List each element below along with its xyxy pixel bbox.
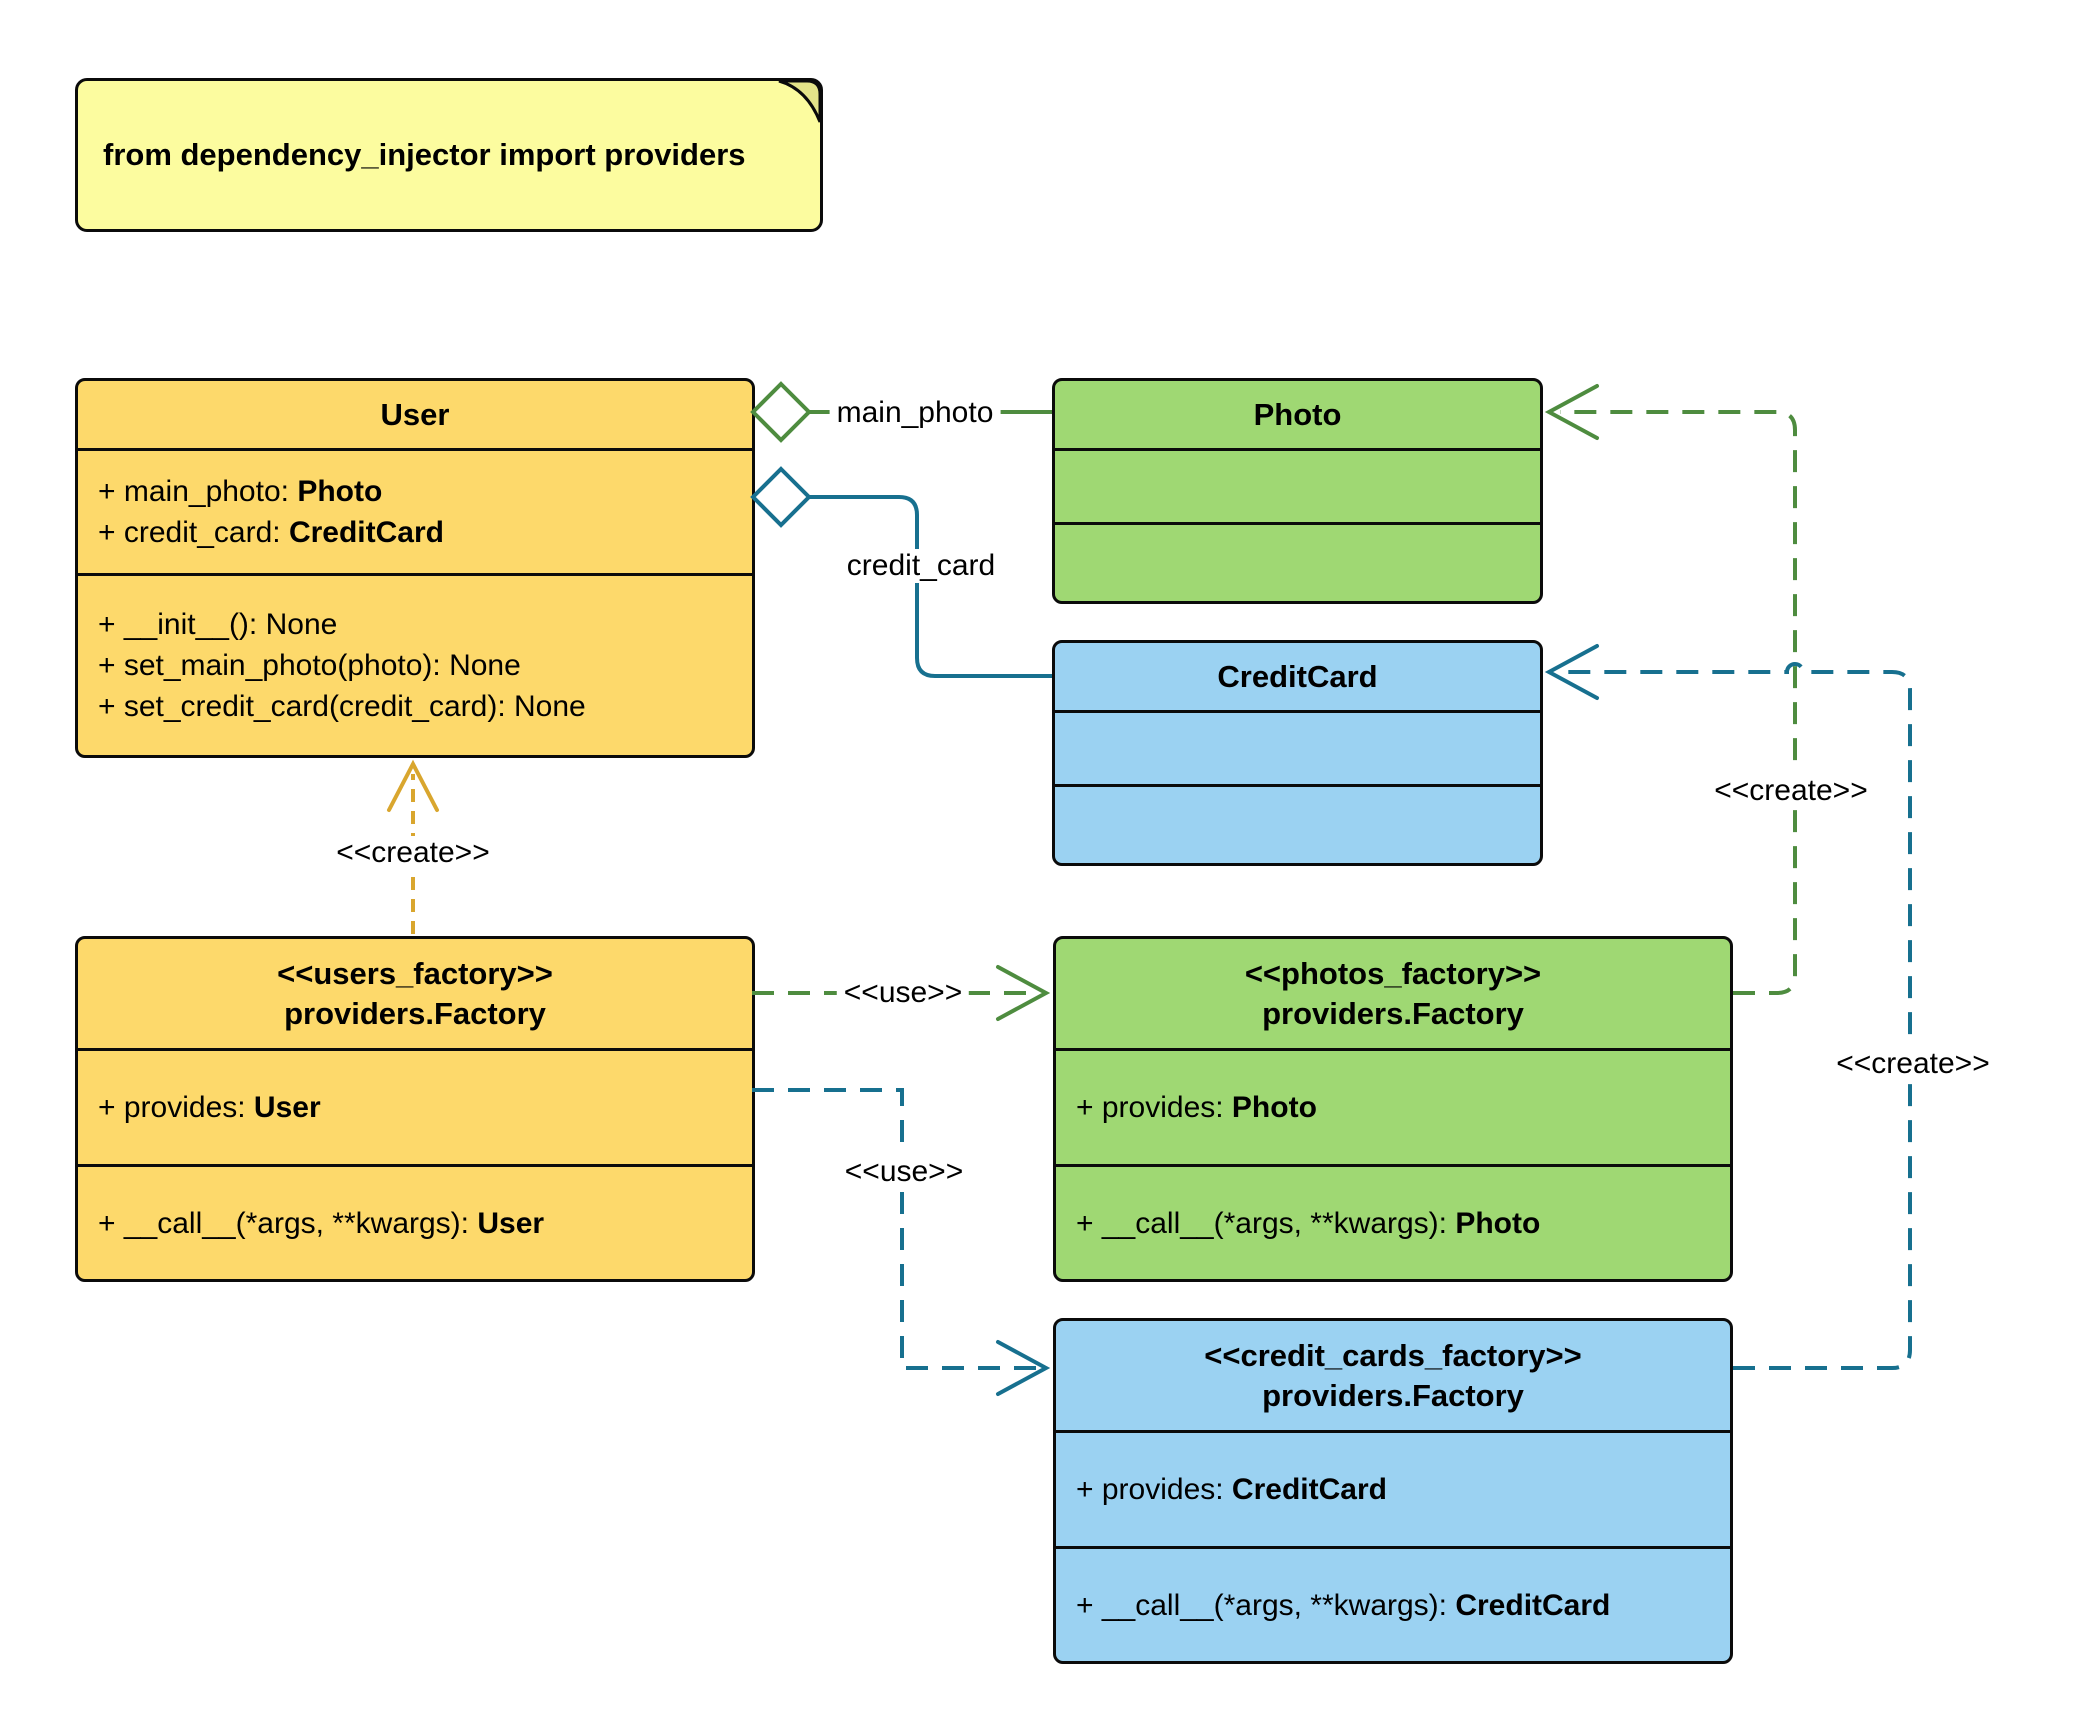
member-row: + __call__(*args, **kwargs): CreditCard	[1076, 1588, 1611, 1622]
member-row: + __call__(*args, **kwargs): Photo	[1076, 1206, 1541, 1240]
class-box-users-factory: <<users_factory>> providers.Factory + pr…	[75, 936, 755, 1282]
aggregation-diamond-icon	[750, 381, 812, 443]
note-text: from dependency_injector import provider…	[103, 137, 746, 172]
attributes-compartment: + provides: User	[78, 1048, 752, 1164]
member-row: + provides: CreditCard	[1076, 1473, 1387, 1506]
class-box-credit-card: CreditCard	[1052, 640, 1543, 866]
aggregation-diamond-icon	[750, 466, 812, 528]
member-row: + set_main_photo(photo): None	[98, 649, 521, 682]
class-title: Photo	[1253, 396, 1342, 432]
arrowhead-icon	[1544, 644, 1599, 700]
edge-label-create-credit-card: <<create>>	[1829, 1047, 1997, 1081]
attributes-compartment	[1055, 448, 1540, 522]
class-box-photos-factory: <<photos_factory>> providers.Factory + p…	[1053, 936, 1733, 1282]
member-row: + __call__(*args, **kwargs): User	[98, 1206, 545, 1240]
methods-compartment: + __call__(*args, **kwargs): CreditCard	[1056, 1546, 1730, 1661]
member-row: + set_credit_card(credit_card): None	[98, 690, 586, 723]
class-title: providers.Factory	[1262, 1377, 1524, 1413]
member-row: + provides: User	[98, 1091, 321, 1124]
edge-use-credit-cards	[752, 1088, 1051, 1396]
arrowhead-icon	[996, 1340, 1051, 1396]
note-fold-icon	[778, 79, 822, 123]
class-stereotype: <<photos_factory>>	[1244, 955, 1542, 991]
class-box-credit-cards-factory: <<credit_cards_factory>> providers.Facto…	[1053, 1318, 1733, 1664]
class-title: User	[380, 396, 450, 432]
edge-label-credit-card: credit_card	[839, 549, 1003, 583]
member-row: + main_photo: Photo	[98, 475, 383, 508]
class-title: providers.Factory	[284, 995, 546, 1031]
class-title: providers.Factory	[1262, 995, 1524, 1031]
methods-compartment: + __call__(*args, **kwargs): Photo	[1056, 1164, 1730, 1279]
methods-compartment: + __init__(): None + set_main_photo(phot…	[78, 573, 752, 755]
arrowhead-icon	[996, 965, 1051, 1021]
member-row: + credit_card: CreditCard	[98, 516, 444, 549]
arrowhead-icon	[1544, 384, 1599, 440]
class-title: CreditCard	[1217, 658, 1378, 694]
class-box-user: User + main_photo: Photo + credit_card: …	[75, 378, 755, 758]
class-stereotype: <<users_factory>>	[277, 955, 553, 991]
class-box-photo: Photo	[1052, 378, 1543, 604]
arrowhead-icon	[387, 759, 439, 812]
methods-compartment: + __call__(*args, **kwargs): User	[78, 1164, 752, 1279]
edge-label-create-user: <<create>>	[329, 836, 497, 870]
edge-label-use-photos: <<use>>	[836, 976, 970, 1010]
attributes-compartment	[1055, 710, 1540, 784]
member-row: + provides: Photo	[1076, 1091, 1317, 1124]
methods-compartment	[1055, 522, 1540, 601]
edge-label-use-credit-cards: <<use>>	[837, 1155, 971, 1189]
class-stereotype: <<credit_cards_factory>>	[1204, 1337, 1582, 1373]
edge-label-create-photo: <<create>>	[1707, 774, 1875, 808]
member-row: + __init__(): None	[98, 608, 338, 641]
attributes-compartment: + provides: CreditCard	[1056, 1430, 1730, 1546]
attributes-compartment: + main_photo: Photo + credit_card: Credi…	[78, 448, 752, 573]
note-sticky: from dependency_injector import provider…	[75, 78, 823, 232]
methods-compartment	[1055, 784, 1540, 863]
edge-label-main-photo: main_photo	[829, 396, 1001, 430]
edge-create-photo	[1544, 384, 1797, 995]
attributes-compartment: + provides: Photo	[1056, 1048, 1730, 1164]
